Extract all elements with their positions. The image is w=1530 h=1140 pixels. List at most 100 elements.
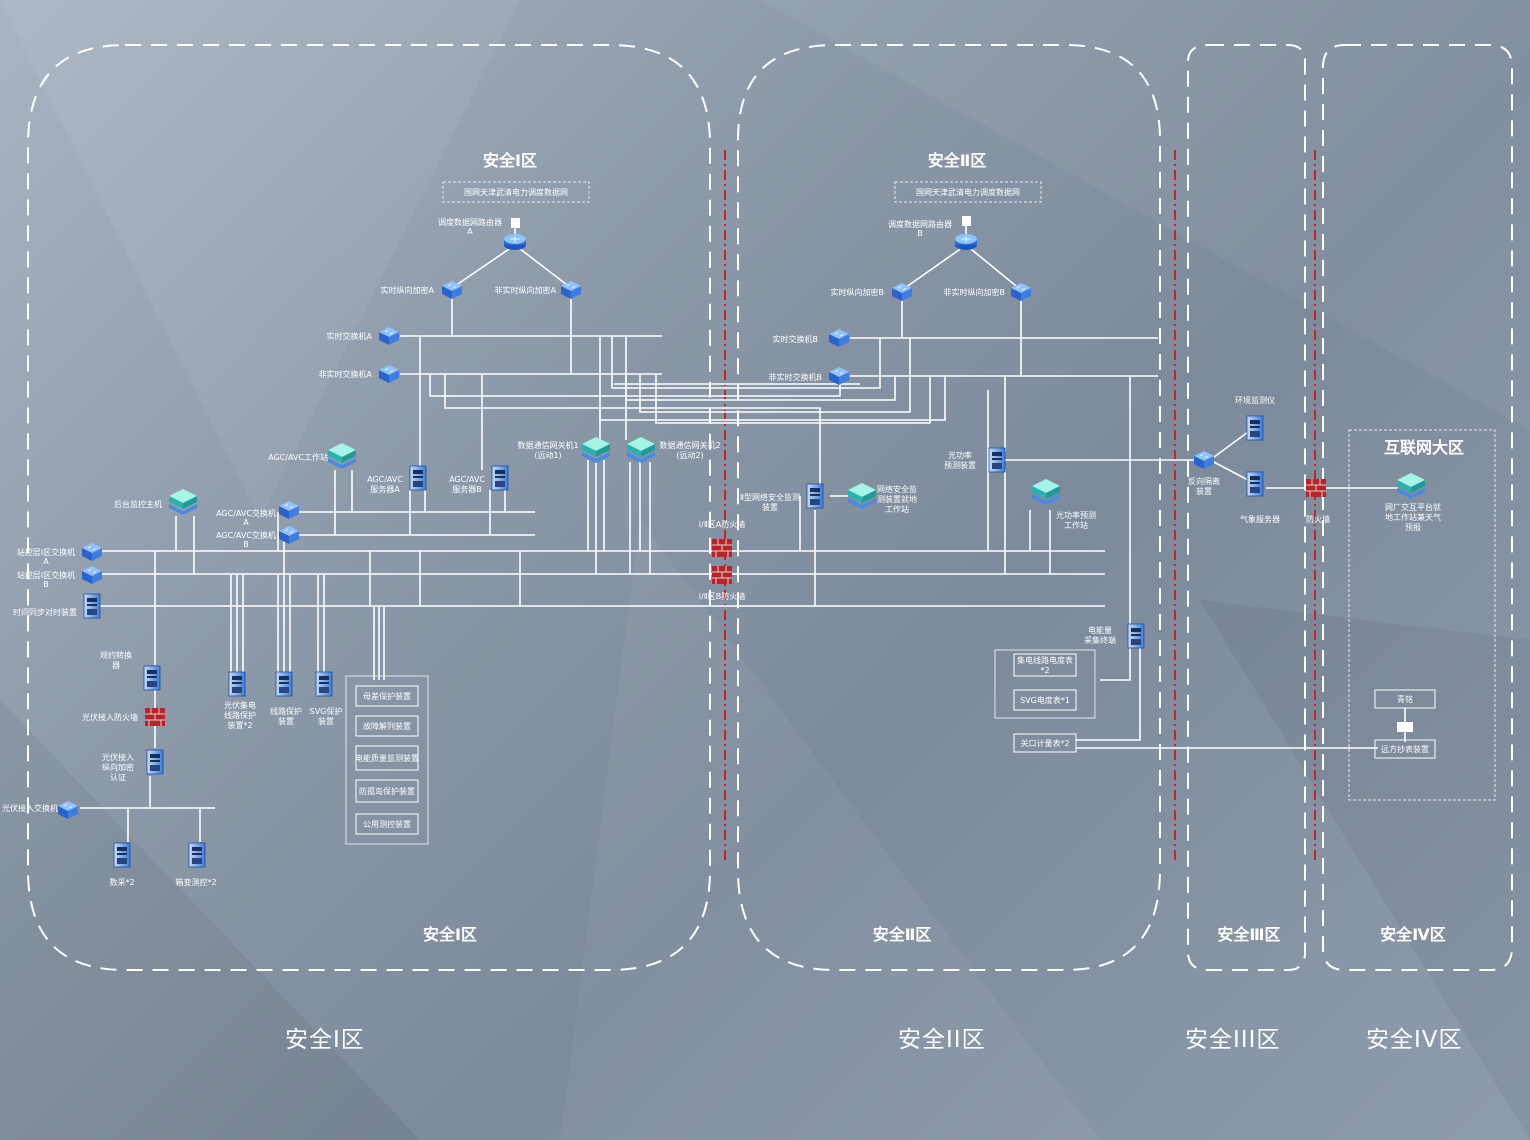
routers	[503, 216, 978, 251]
agc-ws-label: AGC/AVC工作站	[268, 452, 328, 462]
z1-router-label: 调度数据网路由器	[438, 217, 502, 227]
pv-fw-icon	[144, 707, 166, 727]
energy-term-icon	[1127, 623, 1145, 649]
footer-zone2: 安全II区	[898, 1027, 986, 1053]
meter-a-label2: *2	[1040, 666, 1049, 675]
agc-srv-b-label2: 服务器B	[452, 484, 482, 494]
line-prot-label: 线路保护	[270, 706, 302, 716]
gw2-label: 数据通信网关机2	[659, 440, 720, 450]
isolator-label: 反向隔离	[1188, 476, 1220, 486]
net-sec-ws-label: 网络安全监	[877, 484, 917, 494]
z2-sw-nrt-icon	[828, 366, 850, 386]
line-prot-icon	[275, 671, 293, 697]
device-public: 公用测控装置	[363, 819, 411, 829]
station-sw-a-label2: A	[43, 557, 49, 566]
z1-router-suffix: A	[467, 227, 473, 236]
agc-srv-a-label2: 服务器A	[370, 484, 400, 494]
gw1-sub-label: (远动1)	[534, 450, 561, 460]
remote-meter-label: 远方抄表装置	[1381, 744, 1429, 754]
power-pred-label2: 预测装置	[944, 460, 976, 470]
station-sw-b-label2: B	[43, 580, 49, 589]
beidou-label: 青铭	[1397, 694, 1413, 704]
z4-fw-icon	[1305, 478, 1327, 498]
weather-icon	[1246, 471, 1264, 497]
agc-sw-a-label2: A	[243, 518, 249, 527]
z2-router-antenna-icon	[962, 216, 971, 226]
zone4-bottom-title: 安全Ⅳ区	[1380, 925, 1446, 944]
platform-label: 网厂交互平台就	[1385, 502, 1441, 512]
line-prot-label2: 装置	[278, 716, 294, 726]
agc-ws-icon	[328, 443, 356, 469]
zone2-bottom-title: 安全Ⅱ区	[873, 925, 932, 944]
meter-b-label: SVG电度表*1	[1020, 695, 1070, 705]
protocol-conv-icon	[143, 665, 161, 691]
svg-prot-label: SVG保护	[310, 706, 343, 716]
monitor-host-icon	[169, 489, 197, 515]
z1-router-antenna-icon	[511, 218, 520, 228]
protocol-conv-label2: 器	[112, 661, 120, 670]
pv-sw-icon	[57, 800, 79, 820]
collector-icon	[113, 842, 131, 868]
zone1-bottom-title: 安全Ⅰ区	[423, 925, 477, 944]
zone4-outline	[1322, 44, 1513, 971]
z2-enc-rt-label: 实时纵向加密B	[831, 287, 885, 297]
connection-lines	[80, 226, 1406, 842]
box-monitor-label: 箱变测控*2	[175, 877, 216, 887]
station-sw-b-icon	[81, 565, 103, 585]
zone-outlines	[27, 44, 1513, 971]
power-pred-icon	[988, 447, 1006, 473]
z1-sw-rt-label: 实时交换机A	[327, 331, 373, 341]
z2-router-icon	[954, 233, 978, 251]
meter-a-label: 集电线路电度表	[1017, 655, 1073, 665]
energy-term-label: 电能量	[1088, 625, 1112, 635]
fw-b-label: Ⅰ/Ⅱ区B防火墙	[699, 591, 745, 601]
agc-sw-a-label: AGC/AVC交换机	[216, 508, 276, 518]
z4-fw-label: 防火墙	[1306, 514, 1330, 524]
agc-srv-b-label: AGC/AVC	[449, 475, 485, 484]
pv-enc-icon	[146, 749, 164, 775]
gw2-sub-label: (远动2)	[676, 450, 703, 460]
protocol-conv-label: 规约转换	[100, 650, 132, 660]
agc-srv-b-icon	[491, 465, 509, 491]
net-sec-ws-icon	[848, 483, 876, 509]
z2-sw-rt-label: 实时交换机B	[773, 334, 819, 344]
pv-enc-label: 光伏接入	[102, 752, 134, 762]
z1-device-boxes	[355, 685, 419, 835]
z2-enc-nrt-icon	[1010, 282, 1032, 302]
agc-sw-b-label2: B	[243, 540, 249, 549]
net-sec-ws-label2: 测装置就地	[877, 494, 917, 504]
pv-enc-label2: 纵向加密	[102, 762, 134, 772]
pv-fw-label: 光伏接入防火墙	[82, 712, 138, 722]
platform-ws-icon	[1397, 473, 1425, 499]
zone-separators	[724, 150, 1316, 860]
platform-label2: 地工作站兼天气	[1385, 512, 1441, 522]
station-sw-a-icon	[81, 542, 103, 562]
time-sync-icon	[83, 593, 101, 619]
z2-sw-rt-icon	[828, 328, 850, 348]
z1-sw-rt-icon	[378, 326, 400, 346]
internet-zone-title: 互联网大区	[1384, 438, 1464, 457]
footer-zone1: 安全I区	[285, 1027, 365, 1053]
gate-meter-label: 关口计量表*2	[1020, 738, 1069, 748]
z1-router-icon	[503, 233, 527, 251]
agc-srv-a-icon	[409, 465, 427, 491]
footer-zone3: 安全III区	[1185, 1027, 1281, 1053]
station-sw-a-label: 站控层Ⅰ区交换机	[17, 547, 75, 557]
gw1-label: 数据通信网关机1	[517, 440, 578, 450]
agc-sw-a-icon	[278, 500, 300, 520]
net-sec-mon-icon	[806, 483, 824, 509]
device-busbar: 母差保护装置	[363, 691, 411, 701]
net-sec-ws-label3: 工作站	[885, 504, 909, 514]
z1-sw-nrt-icon	[378, 364, 400, 384]
collector-line-label3: 装置*2	[227, 720, 252, 730]
power-pred-label: 光功率	[948, 450, 972, 460]
agc-srv-a-label: AGC/AVC	[367, 475, 403, 484]
z1-sw-nrt-label: 非实时交换机A	[319, 369, 373, 379]
zone1-outline	[27, 44, 711, 971]
z2-sw-nrt-label: 非实时交换机B	[769, 372, 823, 382]
z1-enc-nrt-label: 非实时纵向加密A	[495, 285, 557, 295]
power-pred-ws-icon	[1032, 479, 1060, 505]
isolator-label2: 装置	[1196, 486, 1212, 496]
gw2-icon	[627, 437, 655, 463]
